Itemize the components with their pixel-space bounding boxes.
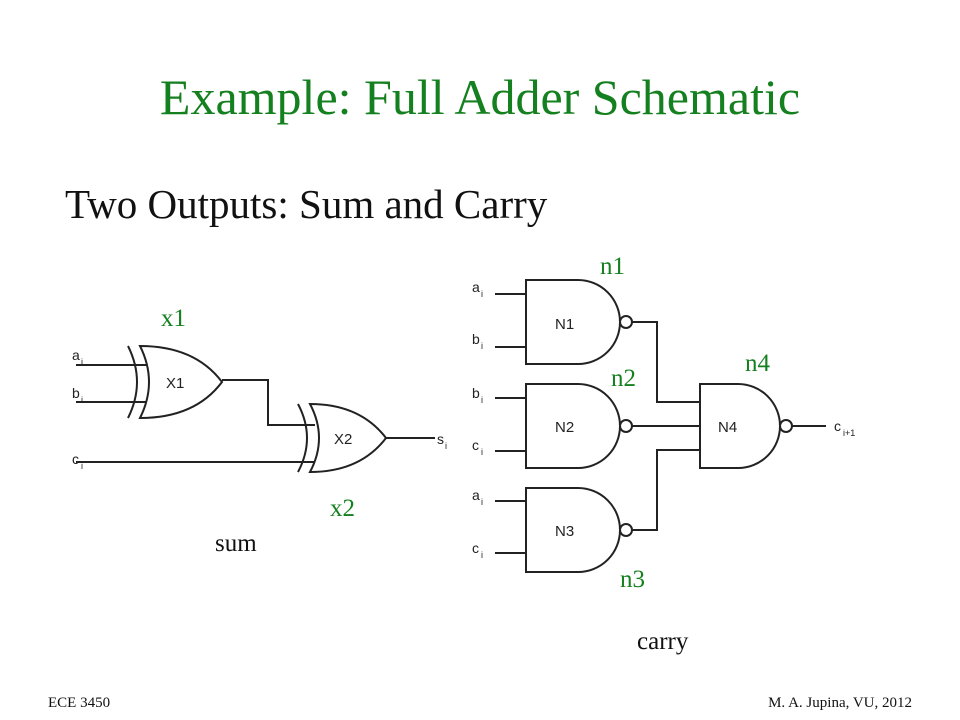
slide-subtitle: Two Outputs: Sum and Carry bbox=[65, 181, 548, 227]
signal-s-sub: i bbox=[445, 441, 447, 451]
sum-circuit: X1 X2 a i b i c i s i bbox=[72, 344, 447, 474]
label-carry: carry bbox=[637, 628, 689, 655]
nand-gate-n3: N3 bbox=[525, 487, 633, 573]
signal-c-n3-sub: i bbox=[481, 550, 483, 560]
wire-n1-n4 bbox=[632, 321, 700, 403]
gate-n4-text: N4 bbox=[718, 419, 737, 436]
signal-a-n1: a bbox=[472, 279, 480, 295]
signal-a-n1-sub: i bbox=[481, 289, 483, 299]
footer-author: M. A. Jupina, VU, 2012 bbox=[768, 695, 912, 711]
signal-c-n2-sub: i bbox=[481, 447, 483, 457]
carry-circuit: N1 N2 N3 N4 a i b i b i c bbox=[472, 279, 855, 573]
signal-b-n2: b bbox=[472, 385, 480, 401]
footer-course: ECE 3450 bbox=[48, 695, 111, 711]
signal-s: s bbox=[437, 431, 444, 447]
signal-b-x1-sub: i bbox=[81, 395, 83, 405]
label-sum: sum bbox=[215, 530, 257, 557]
label-x1: x1 bbox=[161, 305, 186, 332]
signal-b-n1: b bbox=[472, 331, 480, 347]
signal-a-n3: a bbox=[472, 487, 480, 503]
nand-gate-n2: N2 bbox=[525, 383, 633, 469]
nand-gate-n4: N4 bbox=[699, 383, 793, 469]
xor-gate-x1: X1 bbox=[127, 344, 224, 420]
signal-c-out: c bbox=[834, 418, 841, 434]
label-n3: n3 bbox=[620, 566, 645, 593]
wire-n3-n4 bbox=[632, 449, 700, 531]
signal-a-x1-sub: i bbox=[81, 357, 83, 367]
gate-x2-text: X2 bbox=[334, 431, 352, 448]
label-n1: n1 bbox=[600, 253, 625, 280]
label-x2: x2 bbox=[330, 495, 355, 522]
signal-c-x2: c bbox=[72, 451, 79, 467]
signal-a-x1: a bbox=[72, 347, 80, 363]
signal-b-n2-sub: i bbox=[481, 395, 483, 405]
signal-a-n3-sub: i bbox=[481, 497, 483, 507]
label-n2: n2 bbox=[611, 365, 636, 392]
slide-title: Example: Full Adder Schematic bbox=[159, 69, 801, 125]
gate-n2-text: N2 bbox=[555, 419, 574, 436]
signal-c-n2: c bbox=[472, 437, 479, 453]
gate-x1-text: X1 bbox=[166, 375, 184, 392]
wire-x1-x2 bbox=[222, 379, 315, 426]
signal-c-out-sub: i+1 bbox=[843, 428, 855, 438]
xor-gate-x2: X2 bbox=[297, 402, 388, 474]
gate-n3-text: N3 bbox=[555, 523, 574, 540]
signal-b-x1: b bbox=[72, 385, 80, 401]
signal-c-n3: c bbox=[472, 540, 479, 556]
signal-c-x2-sub: i bbox=[81, 461, 83, 471]
label-n4: n4 bbox=[745, 350, 770, 377]
signal-b-n1-sub: i bbox=[481, 341, 483, 351]
gate-n1-text: N1 bbox=[555, 316, 574, 333]
nand-gate-n1: N1 bbox=[525, 279, 633, 365]
